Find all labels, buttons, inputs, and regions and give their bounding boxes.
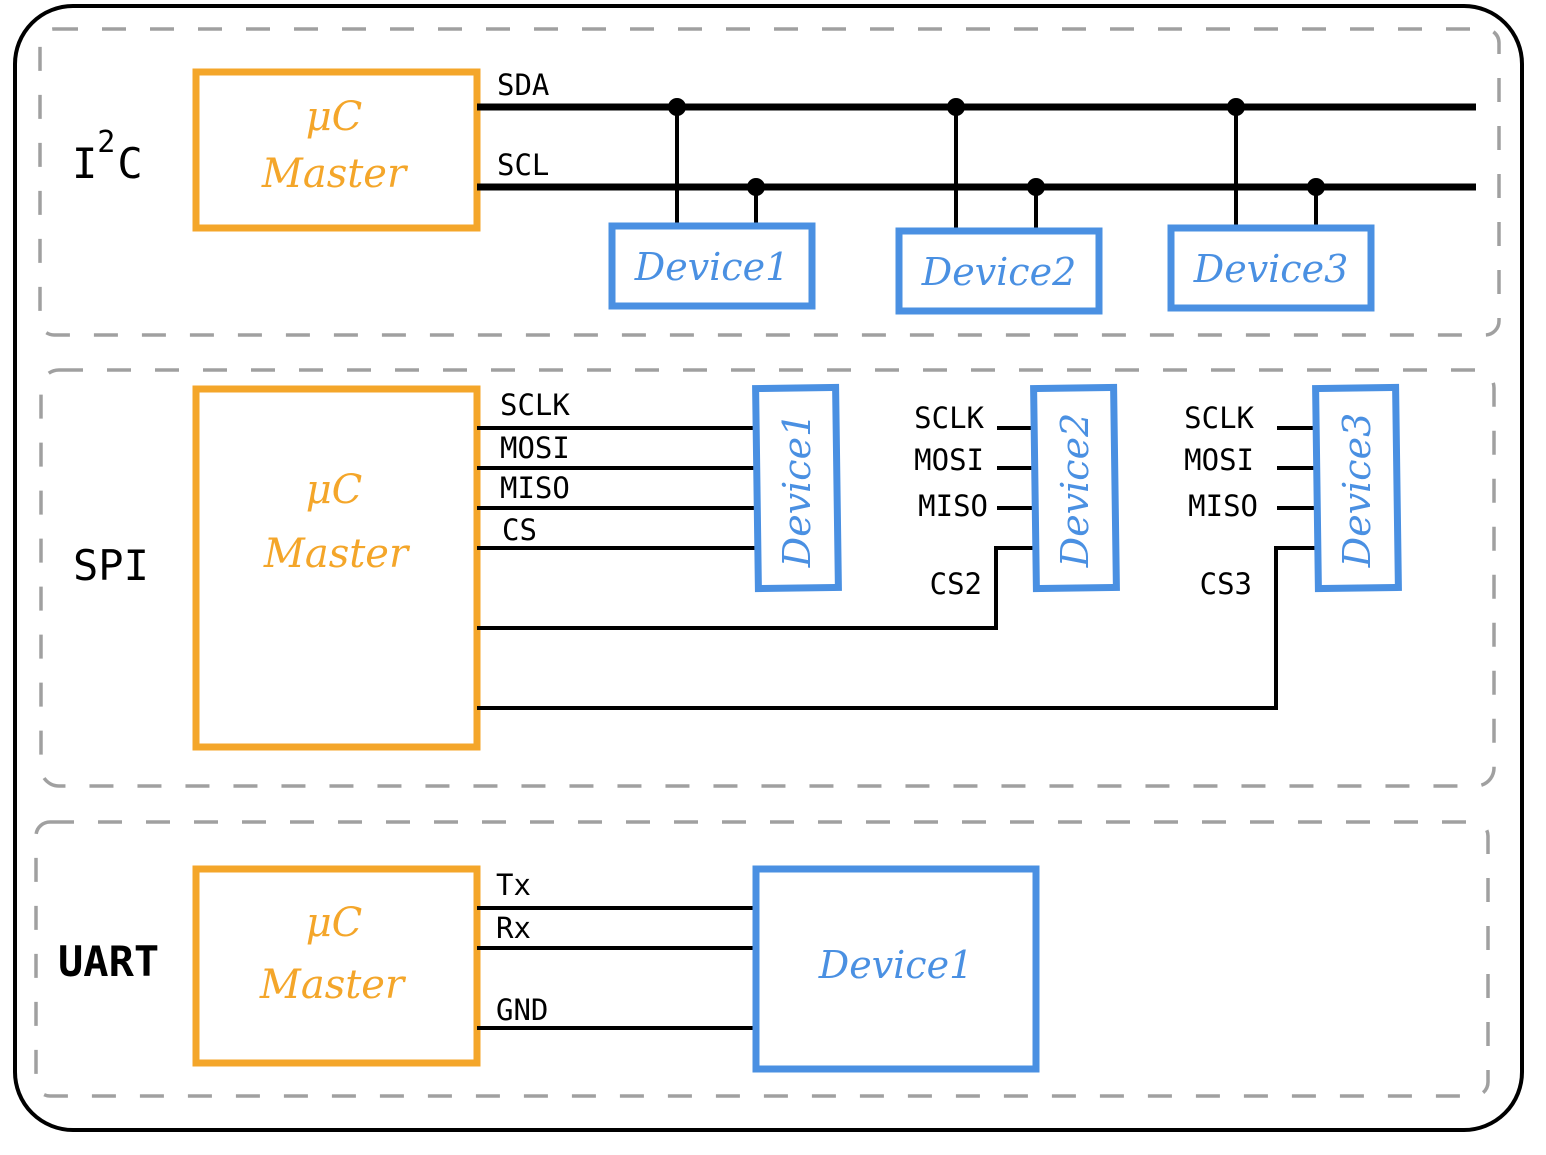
i2c-dev3-scl-junction <box>1307 178 1325 196</box>
spi-device1-box <box>752 383 842 593</box>
uart-group: UART μC Master Tx Rx GND Device1 <box>34 820 1490 1098</box>
spi-master-miso-label: MISO <box>500 471 570 505</box>
outer-frame <box>13 4 1524 1132</box>
spi-master-cs-label: CS <box>502 513 537 547</box>
spi-dev2-sclk-label: SCLK <box>914 401 984 435</box>
i2c-device1-box <box>608 222 816 310</box>
i2c-master-line1: μC <box>306 94 363 140</box>
i2c-scl-label: SCL <box>497 148 549 182</box>
uart-master-line2: Master <box>259 962 407 1008</box>
i2c-dev3-sda-junction <box>1227 98 1245 116</box>
spi-protocol-label: SPI <box>73 541 149 590</box>
spi-master-box <box>192 385 481 751</box>
spi-cs2-wire <box>477 546 1036 630</box>
spi-device3-label: Device3 <box>1335 413 1379 569</box>
uart-tx-label: Tx <box>496 868 531 902</box>
spi-dev2-mosi-label: MOSI <box>914 443 984 477</box>
spi-device2-label: Device2 <box>1053 413 1097 569</box>
spi-master-sclk-label: SCLK <box>500 388 570 422</box>
uart-rx-label: Rx <box>496 911 531 945</box>
i2c-dev2-scl-junction <box>1027 178 1045 196</box>
spi-dev3-mosi-label: MOSI <box>1184 443 1254 477</box>
i2c-device3-box <box>1167 224 1375 312</box>
spi-master-line1: μC <box>306 467 363 513</box>
spi-group: SPI μC Master SCLK MOSI MISO CS Device1 … <box>39 368 1496 788</box>
uart-device1-label: Device1 <box>818 943 974 987</box>
uart-gnd-label: GND <box>496 993 548 1027</box>
spi-dev2-miso-label: MISO <box>918 489 988 523</box>
spi-device1-label: Device1 <box>775 413 819 569</box>
i2c-dev1-sda-junction <box>668 98 686 116</box>
i2c-group: I2C μC Master SDA SCL Device1 Device2 De… <box>38 27 1501 337</box>
i2c-dev1-scl-junction <box>747 178 765 196</box>
i2c-dev2-sda-junction <box>947 98 965 116</box>
i2c-device2-label: Device2 <box>921 250 1077 294</box>
spi-cs3-wire <box>477 546 1316 710</box>
spi-cs2-label: CS2 <box>930 567 982 601</box>
uart-master-box <box>192 865 481 1067</box>
spi-group-border <box>39 368 1496 788</box>
uart-protocol-label: UART <box>58 937 159 986</box>
i2c-device3-label: Device3 <box>1193 247 1349 291</box>
spi-cs3-label: CS3 <box>1200 567 1252 601</box>
uart-master-line1: μC <box>306 900 363 946</box>
i2c-device2-box <box>895 227 1103 315</box>
uart-group-border <box>34 820 1490 1098</box>
spi-dev3-sclk-label: SCLK <box>1184 401 1254 435</box>
i2c-group-border <box>38 27 1501 337</box>
i2c-device1-label: Device1 <box>634 245 790 289</box>
uart-device1-box <box>752 865 1040 1073</box>
i2c-master-line2: Master <box>261 151 409 197</box>
spi-master-mosi-label: MOSI <box>500 431 570 465</box>
spi-dev3-miso-label: MISO <box>1188 489 1258 523</box>
spi-master-line2: Master <box>263 531 411 577</box>
i2c-sda-label: SDA <box>497 68 549 102</box>
spi-device3-box <box>1312 383 1402 593</box>
i2c-master-box <box>192 68 481 232</box>
i2c-protocol-label: I2C <box>72 125 143 188</box>
spi-device2-box <box>1030 383 1120 593</box>
